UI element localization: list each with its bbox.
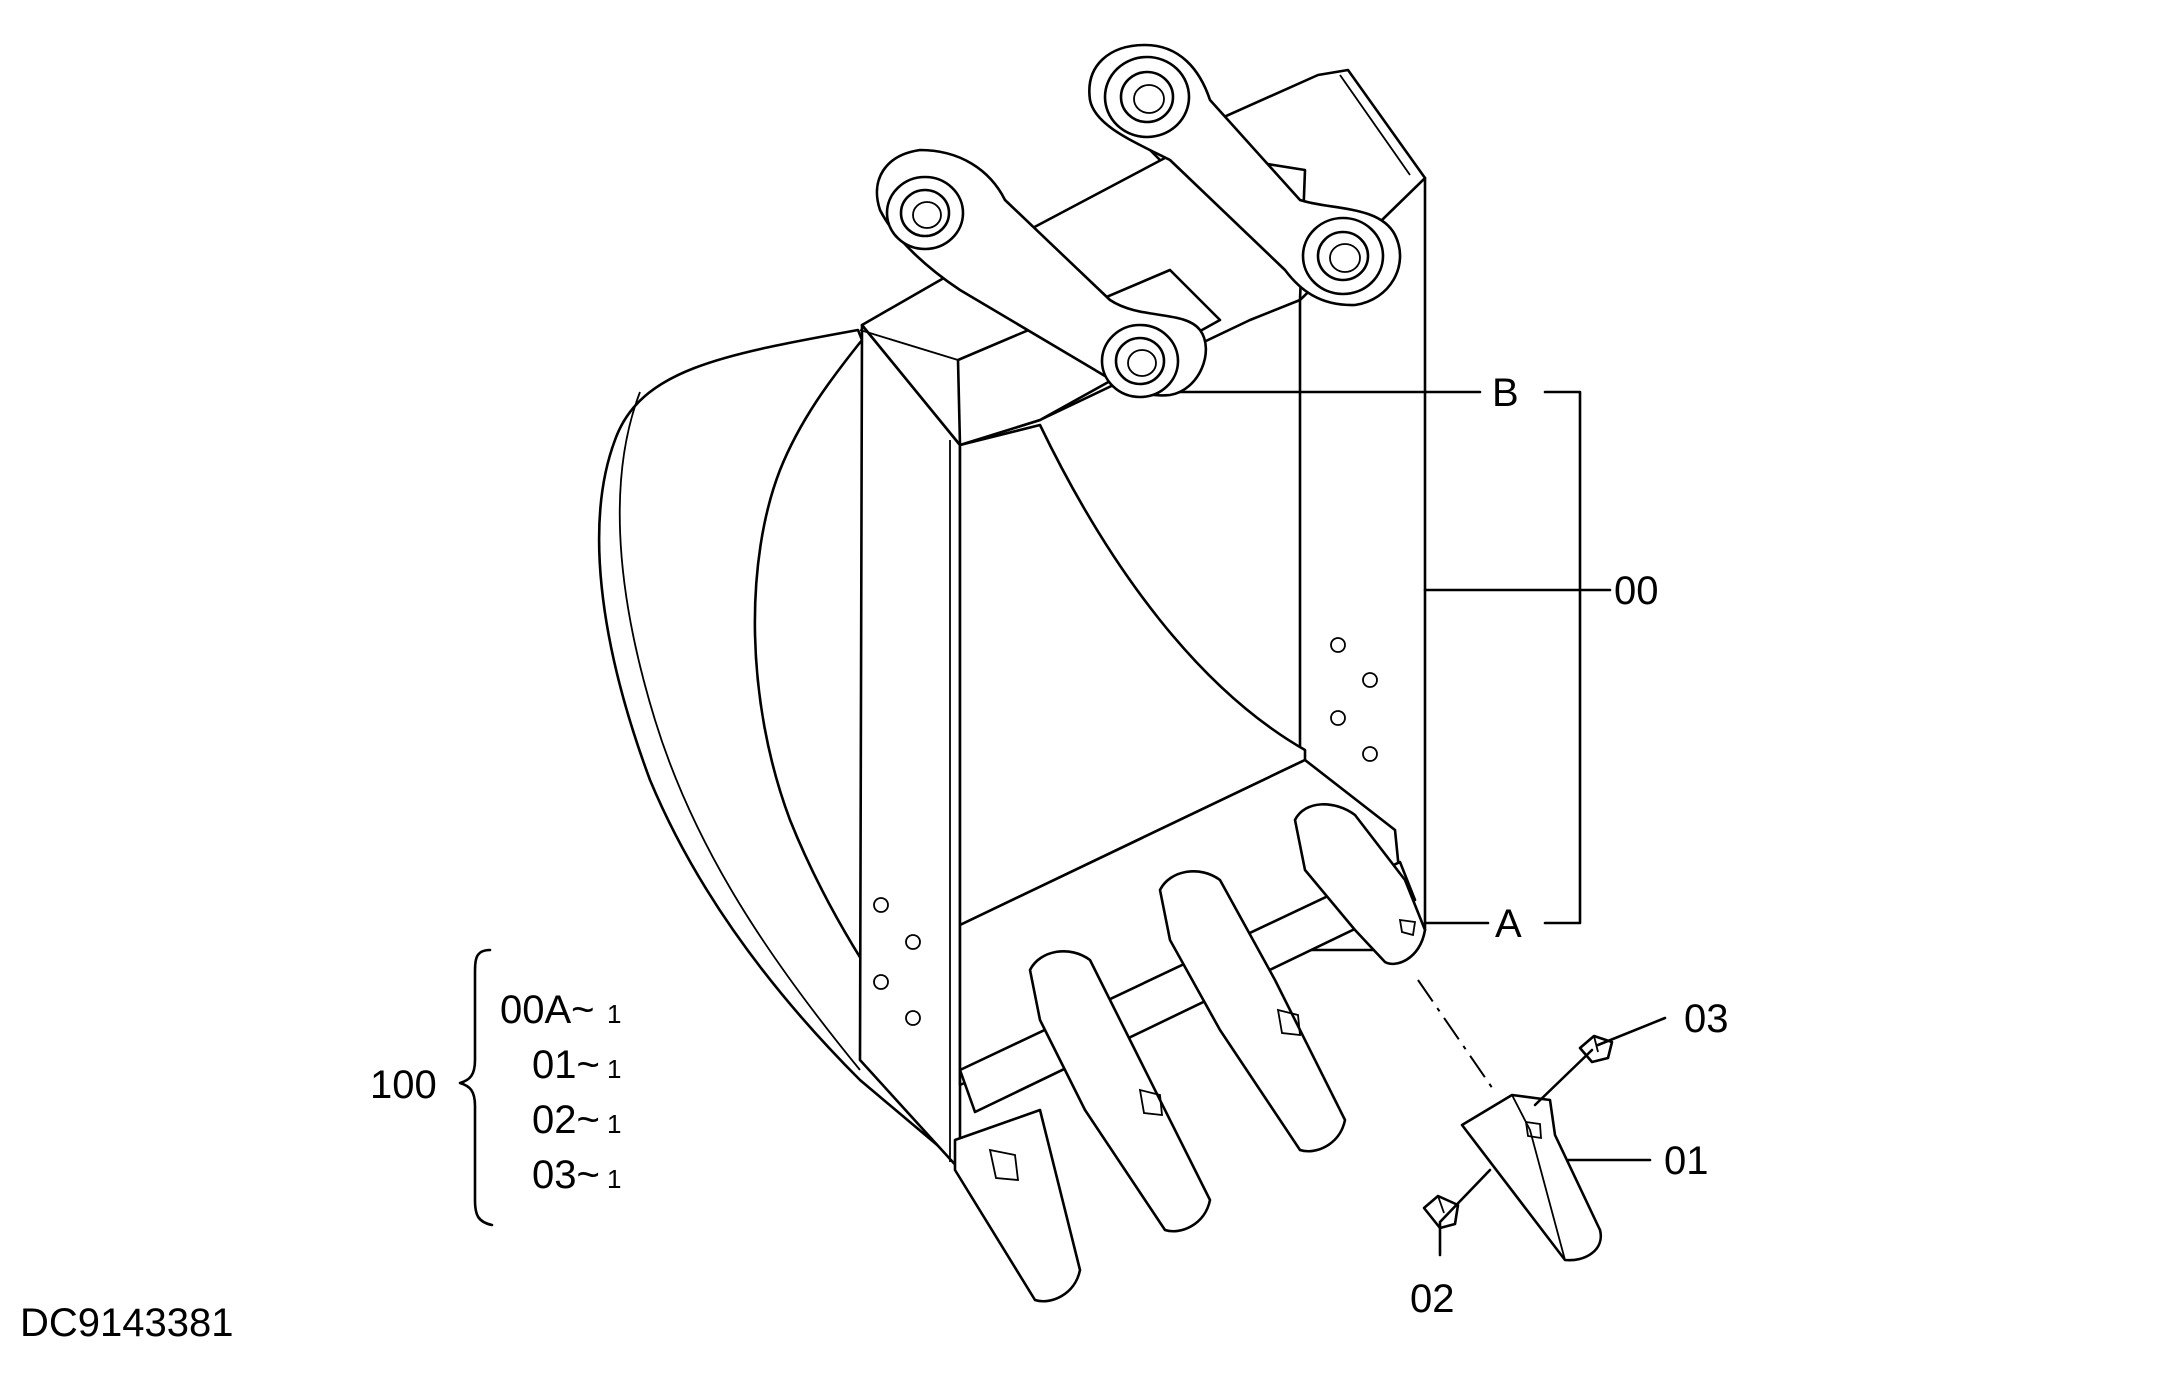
- hitch-box-line: [859, 149, 1181, 361]
- bucket-tooth-2: [1028, 950, 1212, 1233]
- callout-a: A: [1495, 902, 1522, 946]
- assembly-item-qty: 1: [607, 1054, 621, 1084]
- bucket-tooth-1: [953, 1108, 1082, 1303]
- bucket-shell-inner-line: [618, 391, 861, 1071]
- assembly-item-code: 03~: [532, 1153, 600, 1197]
- bucket-tooth-4: [1293, 803, 1427, 966]
- callout-02: 02: [1410, 1277, 1455, 1321]
- bucket-assembly: [597, 43, 1427, 1303]
- assembly-item-qty: 1: [607, 1109, 621, 1139]
- bucket-shell: [597, 328, 957, 1162]
- callout-01: 01: [1664, 1139, 1709, 1183]
- pin-boss-upper-left: [885, 175, 965, 251]
- leader-03: [1596, 1016, 1667, 1047]
- right-plate-holes: [1330, 637, 1378, 762]
- assembly-item-code: 02~: [532, 1098, 600, 1142]
- left-plate-holes: [873, 897, 921, 1026]
- assembly-item-code: 00A~: [500, 988, 595, 1032]
- left-side-plate: [858, 323, 962, 1172]
- pin-boss-lower-right: [1301, 216, 1385, 296]
- drawing-id: DC9143381: [20, 1301, 234, 1345]
- assembly-number: 100: [370, 1063, 437, 1107]
- explode-centerline: [1417, 979, 1496, 1093]
- leader-lines: [458, 390, 1667, 1257]
- leader-03b: [1533, 1048, 1594, 1107]
- leader-02: [1438, 1168, 1492, 1257]
- assembly-item-qty: 1: [607, 1164, 621, 1194]
- callout-00: 00: [1614, 569, 1659, 613]
- right-side-plate-fold: [1339, 74, 1411, 176]
- tooth-part-02: [1422, 1194, 1460, 1230]
- pin-boss-upper-right: [1103, 55, 1191, 139]
- assembly-item-code: 01~: [532, 1043, 600, 1087]
- callout-b: B: [1492, 371, 1519, 415]
- callout-03: 03: [1684, 997, 1729, 1041]
- assembly-item-list: 00A~ 1 01~ 1 02~ 1 03~ 1: [500, 988, 621, 1197]
- bracket-00: [1543, 390, 1582, 925]
- bucket-tooth-3: [1158, 870, 1347, 1153]
- tooth-part-01: [1460, 1093, 1603, 1262]
- pin-boss-lower-left: [1100, 323, 1180, 399]
- assembly-item-qty: 1: [607, 999, 621, 1029]
- assembly-brace: [458, 948, 494, 1227]
